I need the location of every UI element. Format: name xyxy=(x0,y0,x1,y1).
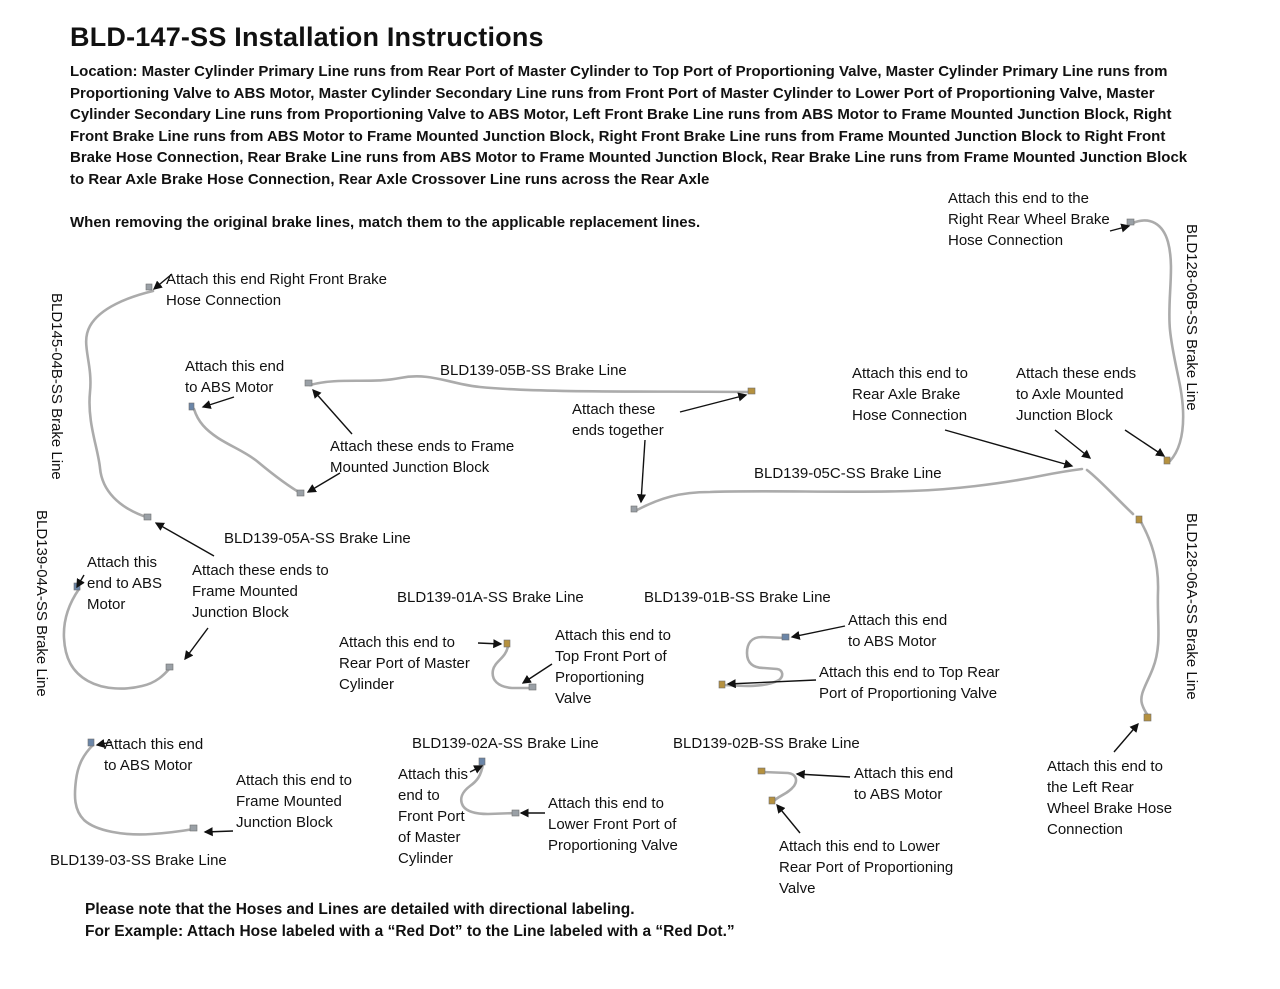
line-bld139-02b xyxy=(761,770,798,803)
arrow xyxy=(790,625,846,640)
annotation-top-rear-port: Attach this end to Top Rear Port of Prop… xyxy=(819,664,1000,702)
annotation-abs-motor-01b: Attach this end to ABS Motor xyxy=(848,612,948,650)
removal-note: When removing the original brake lines, … xyxy=(70,214,701,231)
line-bld145-04b xyxy=(84,289,155,520)
line-bld139-05c xyxy=(635,467,1084,512)
line-label-bld139-04a: BLD139-04A-SS Brake Line xyxy=(33,510,50,697)
line-bld128-06b xyxy=(1131,219,1185,463)
line-label-bld139-01b: BLD139-01B-SS Brake Line xyxy=(644,589,831,606)
arrow xyxy=(679,392,748,413)
arrow xyxy=(776,803,801,834)
arrow xyxy=(726,679,817,689)
annotation-lower-rear-port: Attach this end to Lower Rear Port of Pr… xyxy=(779,838,954,897)
brake-lines xyxy=(62,219,1185,836)
annotation-abs-motor-02b: Attach this end to ABS Motor xyxy=(854,765,954,803)
line-label-bld139-02a: BLD139-02A-SS Brake Line xyxy=(412,735,599,752)
arrow xyxy=(154,522,215,557)
line-fittings xyxy=(73,218,1171,832)
arrow xyxy=(521,663,553,684)
line-label-bld128-06b: BLD128-06B-SS Brake Line xyxy=(1183,224,1200,411)
line-bld139-05a xyxy=(192,407,304,496)
location-paragraph: Location: Master Cylinder Primary Line r… xyxy=(70,63,1188,188)
line-bld139-04a xyxy=(62,587,172,690)
annotation-top-front-port: Attach this end to Top Front Port of Pro… xyxy=(555,627,671,707)
line-label-bld139-05b: BLD139-05B-SS Brake Line xyxy=(440,362,627,379)
arrow xyxy=(1113,722,1139,753)
arrow xyxy=(1109,223,1131,233)
annotation-ends-together: Attach these ends together xyxy=(572,401,664,439)
annotation-rear-port-mc: Attach this end to Rear Port of Master C… xyxy=(339,634,470,693)
line-bld139-01b xyxy=(722,635,788,688)
page-title: BLD-147-SS Installation Instructions xyxy=(70,22,544,52)
line-bld139-02a xyxy=(459,762,518,816)
arrow xyxy=(95,739,113,748)
line-bld139-01a xyxy=(491,644,534,690)
annotation-left-rear-wheel: Attach this end to the Left Rear Wheel B… xyxy=(1047,758,1173,838)
line-axle-junction-connector xyxy=(1085,468,1135,516)
arrow xyxy=(795,769,851,779)
annotation-frame-junction-3line: Attach these ends to Frame Mounted Junct… xyxy=(192,562,329,621)
annotation-arrows xyxy=(76,223,1166,837)
annotation-abs-motor-top: Attach this end to ABS Motor xyxy=(185,358,285,396)
line-label-bld139-01a: BLD139-01A-SS Brake Line xyxy=(397,589,584,606)
annotation-frame-junction-2line: Attach these ends to Frame Mounted Junct… xyxy=(330,438,515,476)
line-label-bld145-04b: BLD145-04B-SS Brake Line xyxy=(48,293,65,480)
arrow xyxy=(312,388,353,435)
line-bld128-06a xyxy=(1139,520,1160,721)
footer-note-1: Please note that the Hoses and Lines are… xyxy=(85,901,635,918)
annotation-abs-motor-bottom-left: Attach this end to ABS Motor xyxy=(104,736,204,774)
arrow xyxy=(1054,429,1092,459)
annotation-frame-junction-bottom: Attach this end to Frame Mounted Junctio… xyxy=(236,772,352,831)
arrow xyxy=(201,396,235,409)
arrow xyxy=(944,429,1074,469)
line-bld139-05b xyxy=(308,375,755,394)
arrow xyxy=(636,439,647,504)
annotation-right-front-hose: Attach this end Right Front Brake Hose C… xyxy=(166,271,387,309)
arrow xyxy=(1124,429,1166,457)
annotation-rear-axle-hose: Attach this end to Rear Axle Brake Hose … xyxy=(852,365,968,424)
line-bld139-03 xyxy=(73,743,196,836)
arrow xyxy=(477,639,503,649)
arrow xyxy=(152,273,173,290)
arrow xyxy=(76,574,85,589)
line-label-bld139-05a: BLD139-05A-SS Brake Line xyxy=(224,530,411,547)
arrow xyxy=(306,472,341,493)
annotation-front-port-mc: Attach this end to Front Port of Master … xyxy=(398,766,469,867)
line-label-bld139-02b: BLD139-02B-SS Brake Line xyxy=(673,735,860,752)
arrow xyxy=(184,627,209,661)
annotation-right-rear-wheel: Attach this end to the Right Rear Wheel … xyxy=(948,190,1110,249)
annotation-lower-front-port: Attach this end to Lower Front Port of P… xyxy=(548,795,678,854)
line-label-bld128-06a: BLD128-06A-SS Brake Line xyxy=(1183,513,1200,700)
annotation-abs-motor-left: Attach this end to ABS Motor xyxy=(87,554,163,613)
line-label-bld139-05c: BLD139-05C-SS Brake Line xyxy=(754,465,942,482)
footer-note-2: For Example: Attach Hose labeled with a … xyxy=(85,923,735,940)
line-label-bld139-03: BLD139-03-SS Brake Line xyxy=(50,852,227,869)
annotation-axle-junction: Attach these ends to Axle Mounted Juncti… xyxy=(1016,365,1137,424)
arrow xyxy=(203,827,234,837)
arrow xyxy=(469,765,484,774)
